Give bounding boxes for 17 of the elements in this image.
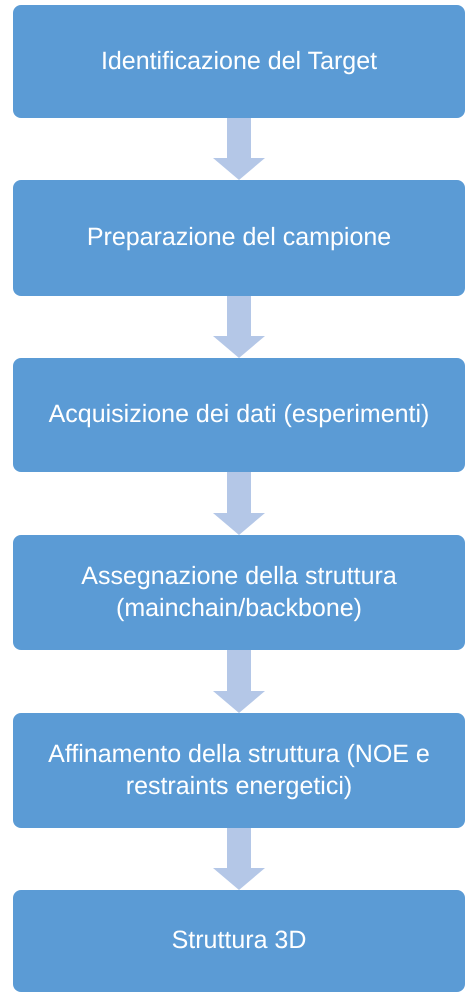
block-arrow xyxy=(213,118,265,180)
block-arrow xyxy=(213,650,265,713)
step-label: Affinamento della struttura (NOE e restraints energetici) xyxy=(47,739,431,802)
step-label: Assegnazione della struttura (mainchain/backbone) xyxy=(80,561,398,624)
process-box xyxy=(13,713,465,828)
step-label: Preparazione del campione xyxy=(86,222,392,254)
step-label: Identificazione del Target xyxy=(100,46,378,77)
process-box xyxy=(13,5,465,118)
block-arrow xyxy=(213,472,265,535)
process-box xyxy=(13,890,465,992)
block-arrow xyxy=(213,296,265,358)
step-label: Acquisizione dei dati (esperimenti) xyxy=(48,399,430,430)
process-box xyxy=(13,358,465,472)
process-box xyxy=(13,180,465,296)
step-label: Struttura 3D xyxy=(172,925,306,956)
block-arrow xyxy=(213,828,265,890)
process-box xyxy=(13,535,465,650)
